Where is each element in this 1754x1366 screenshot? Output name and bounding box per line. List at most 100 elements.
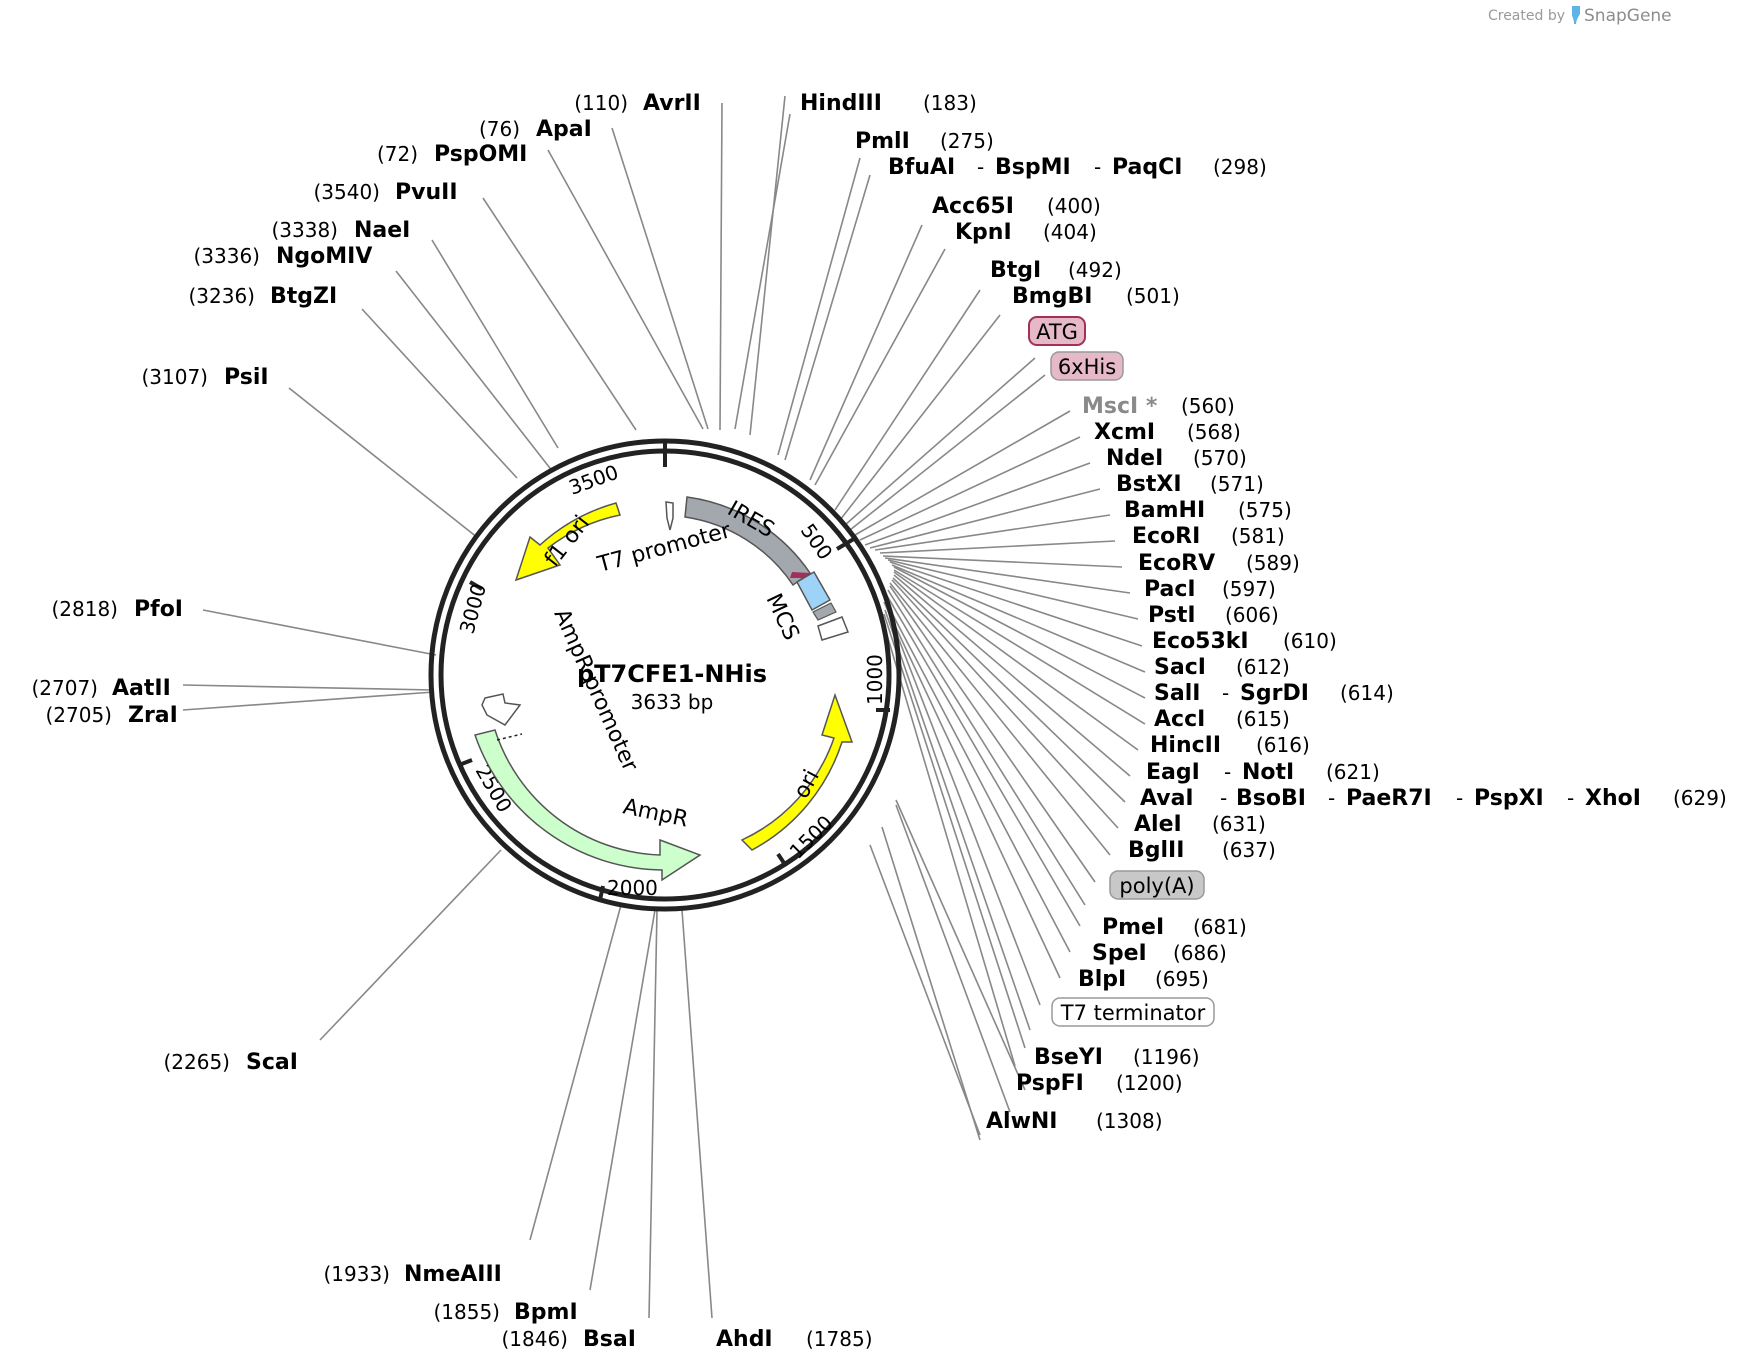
site-bmgbi[interactable]: BmgBI(501): [1012, 284, 1180, 309]
site-psii[interactable]: (3107)PsiI: [141, 365, 268, 390]
ori-feature[interactable]: [740, 692, 854, 851]
mcs-feature[interactable]: [795, 570, 832, 612]
ampr-feature[interactable]: [474, 729, 702, 882]
svg-text:HindIII: HindIII: [800, 91, 882, 116]
site-bseyi[interactable]: BseYI(1196): [1034, 1045, 1200, 1070]
site-btgzi[interactable]: (3236)BtgZI: [188, 284, 337, 309]
site-msci[interactable]: MscI *(560): [1082, 394, 1235, 419]
site-apai[interactable]: (76)ApaI: [479, 117, 592, 142]
site-bfuai[interactable]: BfuAI-: [888, 155, 984, 180]
site-pmli[interactable]: PmlI(275): [855, 129, 994, 154]
site-alei[interactable]: AleI(631): [1134, 812, 1266, 837]
svg-text:Eco53kI: Eco53kI: [1152, 629, 1249, 654]
site-spei[interactable]: SpeI(686): [1092, 941, 1227, 966]
svg-text:BpmI: BpmI: [514, 1300, 578, 1325]
site-scai[interactable]: (2265)ScaI: [163, 1050, 297, 1075]
site-paqci[interactable]: PaqCI(298): [1112, 155, 1267, 180]
svg-text:(681): (681): [1193, 915, 1247, 939]
site-eco53ki[interactable]: Eco53kI(610): [1152, 629, 1337, 654]
svg-text:AlwNI: AlwNI: [986, 1109, 1058, 1134]
site-pspomi[interactable]: (72)PspOMI: [377, 142, 527, 167]
ampr-promoter-feature[interactable]: [481, 693, 522, 726]
site-eagi[interactable]: EagI-: [1146, 760, 1231, 785]
site-ngomiv[interactable]: (3336)NgoMIV: [193, 244, 372, 269]
site-xcmi[interactable]: XcmI(568): [1094, 420, 1241, 445]
site-saci[interactable]: SacI(612): [1154, 655, 1290, 680]
site-ndei[interactable]: NdeI(570): [1106, 446, 1247, 471]
site-pspxi[interactable]: PspXI-: [1474, 786, 1574, 811]
site-paer7i[interactable]: PaeR7I-: [1346, 786, 1463, 811]
t7-terminator-tag[interactable]: [1051, 997, 1215, 1027]
site-acci[interactable]: AccI(615): [1154, 707, 1290, 732]
site-acc65i[interactable]: Acc65I(400): [932, 194, 1101, 219]
credit-brand: SnapGene: [1584, 6, 1672, 26]
atg-tag[interactable]: [1028, 316, 1086, 346]
his-tag-label: 6xHis: [1058, 355, 1116, 379]
site-bglii[interactable]: BglII(637): [1128, 838, 1276, 863]
site-bsobi[interactable]: BsoBI-: [1236, 786, 1335, 811]
site-bspmi[interactable]: BspMI-: [995, 155, 1101, 180]
svg-text:(1196): (1196): [1133, 1045, 1200, 1069]
site-noti[interactable]: NotI(621): [1242, 760, 1380, 785]
site-btgi[interactable]: BtgI(492): [990, 258, 1122, 283]
svg-text:PspFI: PspFI: [1016, 1071, 1084, 1096]
site-avrii[interactable]: (110)AvrII: [574, 91, 701, 116]
t7-terminator-tag-label: T7 terminator: [1060, 1001, 1206, 1025]
plasmid-title: pT7CFE1-NHis 3633 bp: [577, 660, 767, 714]
svg-text:(3236): (3236): [188, 284, 255, 308]
svg-text:ZraI: ZraI: [128, 703, 178, 728]
site-paci[interactable]: PacI(597): [1144, 577, 1276, 602]
site-ecori[interactable]: EcoRI(581): [1132, 524, 1285, 549]
site-pfoi[interactable]: (2818)PfoI: [51, 597, 183, 622]
site-pmei[interactable]: PmeI(681): [1102, 915, 1247, 940]
site-zrai[interactable]: (2705)ZraI: [45, 703, 177, 728]
t7-terminator-feature[interactable]: [817, 616, 849, 641]
site-blpi[interactable]: BlpI(695): [1078, 967, 1209, 992]
svg-text:-: -: [1456, 786, 1463, 810]
site-bsai[interactable]: (1846)BsaI: [501, 1327, 635, 1352]
tick-marks: [458, 441, 890, 901]
svg-text:MscI *: MscI *: [1082, 394, 1158, 419]
site-aatii[interactable]: (2707)AatII: [31, 676, 170, 701]
svg-text:EcoRI: EcoRI: [1132, 524, 1200, 549]
site-pspfi[interactable]: PspFI(1200): [1016, 1071, 1183, 1096]
site-alwni[interactable]: AlwNI(1308): [986, 1109, 1163, 1134]
site-hindiii[interactable]: HindIII(183): [800, 91, 977, 116]
site-ecorv[interactable]: EcoRV(589): [1138, 551, 1300, 576]
site-sgrdi[interactable]: SgrDI(614): [1240, 681, 1394, 706]
site-avai[interactable]: AvaI-: [1140, 786, 1227, 811]
site-bstxi[interactable]: BstXI(571): [1116, 472, 1264, 497]
svg-text:PstI: PstI: [1148, 603, 1196, 628]
site-psti[interactable]: PstI(606): [1148, 603, 1279, 628]
svg-text:AccI: AccI: [1154, 707, 1205, 732]
site-bpmi[interactable]: (1855)BpmI: [433, 1300, 577, 1325]
svg-text:AvaI: AvaI: [1140, 786, 1194, 811]
site-xhoi[interactable]: XhoI(629): [1585, 786, 1727, 811]
svg-text:(492): (492): [1068, 258, 1122, 282]
site-nmeaiii[interactable]: (1933)NmeAIII: [323, 1262, 501, 1287]
site-pvuii[interactable]: (3540)PvuII: [313, 180, 457, 205]
t7-promoter-label: T7 promoter: [594, 518, 734, 578]
svg-text:(1933): (1933): [323, 1262, 390, 1286]
svg-text:NotI: NotI: [1242, 760, 1294, 785]
svg-text:PvuII: PvuII: [395, 180, 458, 205]
feature-tags: ATG 6xHis poly(A) T7 terminator: [1028, 316, 1215, 1027]
t7-promoter-feature[interactable]: [665, 501, 674, 531]
site-naei[interactable]: (3338)NaeI: [271, 218, 410, 243]
mcs-label: MCS: [761, 590, 804, 644]
polya-tag[interactable]: [1109, 870, 1205, 900]
site-bamhi[interactable]: BamHI(575): [1124, 498, 1292, 523]
site-ahdi[interactable]: AhdI(1785): [716, 1327, 873, 1352]
svg-text:BstXI: BstXI: [1116, 472, 1182, 497]
svg-text:BamHI: BamHI: [1124, 498, 1205, 523]
svg-text:(72): (72): [377, 142, 418, 166]
svg-text:(275): (275): [940, 129, 994, 153]
site-sali[interactable]: SalI-: [1154, 681, 1229, 706]
svg-text:EagI: EagI: [1146, 760, 1200, 785]
site-hincii[interactable]: HincII(616): [1150, 733, 1310, 758]
svg-text:NdeI: NdeI: [1106, 446, 1163, 471]
his-tag[interactable]: [1050, 351, 1124, 381]
mcs-gray-segment: [812, 602, 837, 621]
f1-ori-feature[interactable]: [514, 502, 621, 582]
site-kpni[interactable]: KpnI(404): [955, 220, 1097, 245]
